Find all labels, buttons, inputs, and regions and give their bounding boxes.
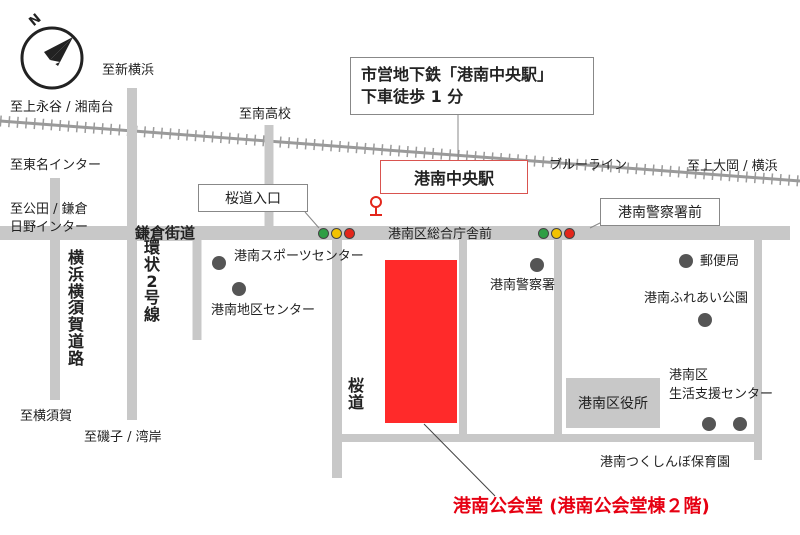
- road-label-kamakura-kaido: 鎌倉街道: [133, 224, 198, 242]
- landmark-sports-center: 港南スポーツセンター: [234, 249, 364, 264]
- signal-green-icon: [538, 228, 549, 239]
- station-callout-line1: 市営地下鉄「港南中央駅」: [361, 65, 554, 84]
- signal-red-icon: [564, 228, 575, 239]
- sakuramichi-entrance-leader: [304, 211, 320, 229]
- nursery-marker-icon: [733, 417, 747, 431]
- direction-shin-yokohama: 至新横浜: [102, 63, 155, 78]
- signal-green-icon: [318, 228, 329, 239]
- destination-leader: [423, 423, 496, 497]
- life-support-marker-icon: [702, 417, 716, 431]
- signal-yellow-icon: [551, 228, 562, 239]
- road-label-yokohama-yokosuka: 横浜横須賀道路: [67, 248, 84, 368]
- direction-kohda-kamakura: 至公田 / 鎌倉: [10, 202, 88, 217]
- ward-office-pin-icon: [370, 196, 382, 216]
- sports-center-marker-icon: [212, 256, 226, 270]
- landmark-police: 港南警察署: [490, 278, 556, 293]
- direction-isogo: 至磯子 / 湾岸: [84, 430, 162, 445]
- district-center-marker-icon: [232, 282, 246, 296]
- compass-icon: [20, 26, 84, 90]
- fureai-park-marker-icon: [698, 313, 712, 327]
- station-callout: 市営地下鉄「港南中央駅」 下車徒歩 1 分: [350, 57, 594, 115]
- landmark-life-support-line1: 港南区: [669, 368, 709, 383]
- signal-red-icon: [344, 228, 355, 239]
- road-label-sakuramichi: 桜道: [347, 376, 364, 412]
- landmark-nursery: 港南つくしんぼ保育園: [600, 455, 731, 470]
- destination-title: 港南公会堂 (港南公会堂棟２階): [453, 496, 710, 517]
- direction-kamieigaya: 至上永谷 / 湘南台: [10, 100, 114, 115]
- station-name-box: 港南中央駅: [380, 160, 528, 194]
- police-marker-icon: [530, 258, 544, 272]
- landmark-district-center: 港南地区センター: [211, 303, 316, 318]
- direction-konan-high-school: 至南高校: [239, 107, 292, 122]
- destination-building: [385, 260, 457, 423]
- intersection-sakuramichi-entrance: 桜道入口: [198, 184, 308, 212]
- station-callout-line2: 下車徒歩 1 分: [361, 87, 464, 106]
- landmark-ward-office: 港南区役所: [566, 378, 660, 428]
- intersection-police-front: 港南警察署前: [600, 198, 720, 226]
- post-office-marker-icon: [679, 254, 693, 268]
- signal-yellow-icon: [331, 228, 342, 239]
- landmark-fureai-park: 港南ふれあい公園: [644, 291, 749, 306]
- landmark-post-office: 郵便局: [700, 254, 740, 269]
- direction-hino-ic: 日野インター: [10, 220, 89, 235]
- landmark-life-support-line2: 生活支援センター: [669, 387, 774, 402]
- direction-kamiooka: 至上大岡 / 横浜: [687, 159, 778, 174]
- road-label-kanjo2: 環状2号線: [143, 238, 160, 325]
- direction-tomei-ic: 至東名インター: [10, 158, 102, 173]
- rail-label-blue-line: ブルーライン: [549, 158, 628, 173]
- intersection-ward-office-front: 港南区総合庁舎前: [388, 227, 493, 242]
- direction-yokosuka: 至横須賀: [20, 409, 73, 424]
